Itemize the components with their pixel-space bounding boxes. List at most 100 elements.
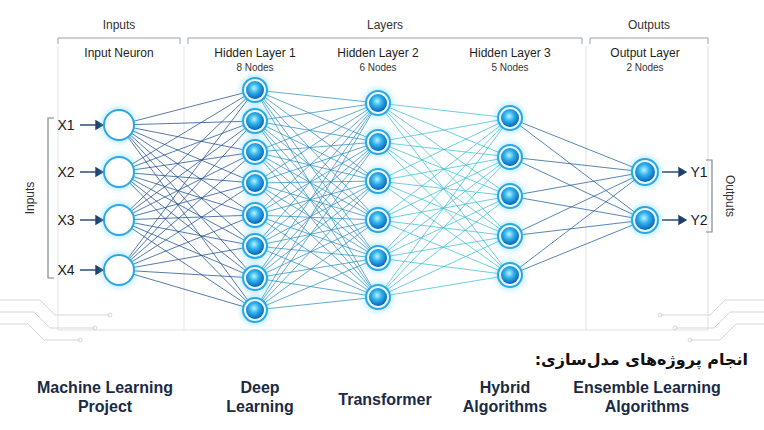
neuron-link bbox=[255, 183, 378, 220]
header-bracket bbox=[188, 38, 582, 44]
neuron-link bbox=[255, 215, 378, 220]
neuron-link bbox=[255, 103, 378, 246]
neuron-ring bbox=[498, 224, 522, 248]
neuron-link bbox=[119, 90, 255, 220]
neuron-glow bbox=[241, 201, 269, 229]
neuron-link bbox=[378, 236, 510, 297]
neuron-ring bbox=[243, 171, 267, 195]
neuron-link bbox=[255, 121, 378, 258]
neuron-link bbox=[378, 103, 510, 118]
neuron-link bbox=[119, 121, 255, 270]
persian-heading: انجام پروژه‌های مدل‌سازی: bbox=[535, 351, 748, 369]
neuron-link bbox=[255, 142, 378, 278]
signal-name: X2 bbox=[57, 164, 74, 180]
neuron-link bbox=[510, 172, 645, 275]
neuron-glow bbox=[364, 244, 392, 272]
neuron-ring bbox=[366, 285, 390, 309]
neuron-link bbox=[378, 181, 510, 275]
neuron-ring bbox=[243, 203, 267, 227]
neuron-link bbox=[255, 258, 378, 310]
neuron-link bbox=[510, 157, 645, 220]
neuron-link bbox=[378, 275, 510, 297]
neuron-link bbox=[378, 142, 510, 275]
neuron-link bbox=[510, 157, 645, 172]
neuron-link bbox=[510, 172, 645, 236]
neuron-link bbox=[255, 258, 378, 278]
neuron-glow bbox=[241, 232, 269, 260]
neuron-link bbox=[255, 90, 378, 103]
neuron-glow bbox=[630, 205, 660, 235]
neuron-link bbox=[255, 121, 378, 297]
neuron bbox=[369, 94, 387, 112]
project-type: Ensemble Learning Algorithms bbox=[562, 378, 732, 416]
neuron-ring bbox=[243, 234, 267, 258]
neuron bbox=[501, 148, 519, 166]
neuron-link bbox=[255, 181, 378, 310]
neuron-ring bbox=[366, 208, 390, 232]
neuron-link bbox=[119, 152, 255, 270]
neuron-link bbox=[510, 220, 645, 275]
inputs-bracket bbox=[48, 118, 54, 278]
neuron-glow bbox=[496, 143, 524, 171]
neuron-link bbox=[119, 220, 255, 278]
neuron-ring bbox=[498, 263, 522, 287]
neuron-link bbox=[378, 103, 510, 196]
neuron-link bbox=[378, 118, 510, 220]
neuron-glow bbox=[496, 182, 524, 210]
neuron-link bbox=[119, 125, 255, 183]
neuron-link bbox=[255, 220, 378, 278]
neuron-link bbox=[255, 103, 378, 183]
neuron-link bbox=[119, 90, 255, 172]
side-label: Outputs bbox=[722, 175, 736, 217]
neuron-glow bbox=[364, 206, 392, 234]
neuron bbox=[501, 227, 519, 245]
node-count: 8 Nodes bbox=[236, 62, 273, 74]
neuron-glow bbox=[241, 138, 269, 166]
neuron bbox=[246, 269, 264, 287]
neuron-link bbox=[119, 183, 255, 270]
neuron-ring bbox=[498, 106, 522, 130]
neuron bbox=[369, 172, 387, 190]
neuron-link bbox=[119, 220, 255, 310]
neuron-glow bbox=[102, 108, 136, 142]
neuron bbox=[635, 210, 655, 230]
neuron-glow bbox=[496, 104, 524, 132]
neuron-link bbox=[255, 103, 378, 121]
neuron-link bbox=[510, 172, 645, 196]
guide-line bbox=[58, 46, 59, 330]
signal-name: X4 bbox=[57, 262, 74, 278]
neuron-ring bbox=[498, 145, 522, 169]
neuron-ring bbox=[104, 157, 134, 187]
neuron-link bbox=[119, 172, 255, 278]
neuron-link bbox=[378, 142, 510, 236]
signal-name: X3 bbox=[57, 212, 74, 228]
neuron-link bbox=[510, 118, 645, 172]
neuron-link bbox=[119, 270, 255, 278]
neuron-link bbox=[119, 121, 255, 220]
neuron-link bbox=[378, 157, 510, 297]
neuron bbox=[635, 162, 655, 182]
neuron-ring bbox=[366, 169, 390, 193]
neuron-link bbox=[255, 278, 378, 297]
neuron-link bbox=[119, 215, 255, 220]
neuron-link bbox=[255, 103, 378, 310]
neuron-glow bbox=[364, 128, 392, 156]
neuron-glow bbox=[241, 169, 269, 197]
io-arrows bbox=[80, 121, 686, 274]
neuron bbox=[369, 249, 387, 267]
neuron-link bbox=[255, 297, 378, 310]
guide-line bbox=[586, 46, 587, 330]
neuron-ring bbox=[243, 109, 267, 133]
neuron-link bbox=[119, 172, 255, 183]
section-header: Layers bbox=[367, 19, 403, 33]
neuron-link bbox=[255, 103, 378, 152]
layer-title: Hidden Layer 1 bbox=[214, 47, 295, 61]
neuron bbox=[501, 109, 519, 127]
neuron bbox=[246, 237, 264, 255]
layer-title: Hidden Layer 2 bbox=[337, 47, 418, 61]
neuron-link bbox=[255, 103, 378, 278]
side-label: Inputs bbox=[24, 182, 38, 215]
neuron-glow bbox=[102, 253, 136, 287]
neuron-link bbox=[255, 181, 378, 278]
header-bracket bbox=[58, 38, 180, 44]
